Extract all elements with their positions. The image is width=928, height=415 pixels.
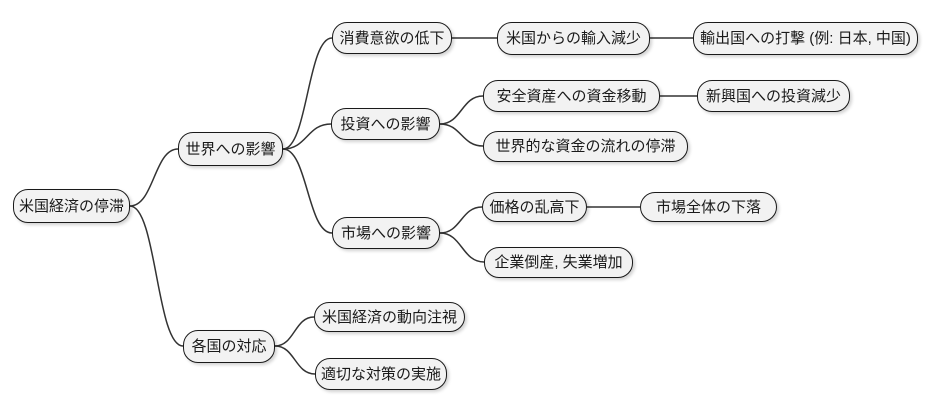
- node-world-impact: 世界への影響: [178, 132, 283, 166]
- node-us-import-decrease: 米国からの輸入減少: [497, 22, 650, 55]
- edge-world-consumer: [282, 37, 333, 150]
- edge-market-price-swings: [439, 206, 483, 234]
- edge-investment-global-flow: [439, 123, 484, 147]
- edge-root-country-response: [129, 205, 184, 347]
- node-price-volatility: 価格の乱高下: [482, 192, 587, 222]
- node-market-impact: 市場への影響: [332, 217, 440, 249]
- node-safe-asset-fund-shift: 安全資産への資金移動: [483, 80, 660, 112]
- edge-world-market: [282, 148, 333, 234]
- edge-market-bankruptcy: [439, 232, 485, 263]
- node-watch-us-economy-trends: 米国経済の動向注視: [314, 302, 465, 332]
- node-exporter-damage: 輸出国への打撃 (例: 日本, 中国): [693, 22, 918, 55]
- node-country-response: 各国の対応: [183, 330, 275, 363]
- node-consumer-willingness-decline: 消費意欲の低下: [332, 22, 452, 54]
- edge-world-investment: [282, 123, 332, 150]
- node-us-economy-stagnation: 米国経済の停滞: [13, 189, 130, 223]
- edge-countries-measures: [274, 345, 316, 375]
- node-global-fund-flow-stagnation: 世界的な資金の流れの停滞: [483, 131, 688, 162]
- node-investment-impact: 投資への影響: [331, 108, 440, 140]
- node-implement-appropriate-measures: 適切な対策の実施: [315, 358, 447, 390]
- edge-countries-watch-trends: [274, 316, 315, 347]
- node-overall-market-decline: 市場全体の下落: [640, 192, 777, 222]
- edge-investment-safe-assets: [439, 95, 484, 125]
- node-emerging-investment-decrease: 新興国への投資減少: [697, 80, 850, 112]
- edge-root-world-impact: [129, 148, 179, 207]
- node-bankruptcy-unemployment: 企業倒産, 失業増加: [484, 247, 633, 278]
